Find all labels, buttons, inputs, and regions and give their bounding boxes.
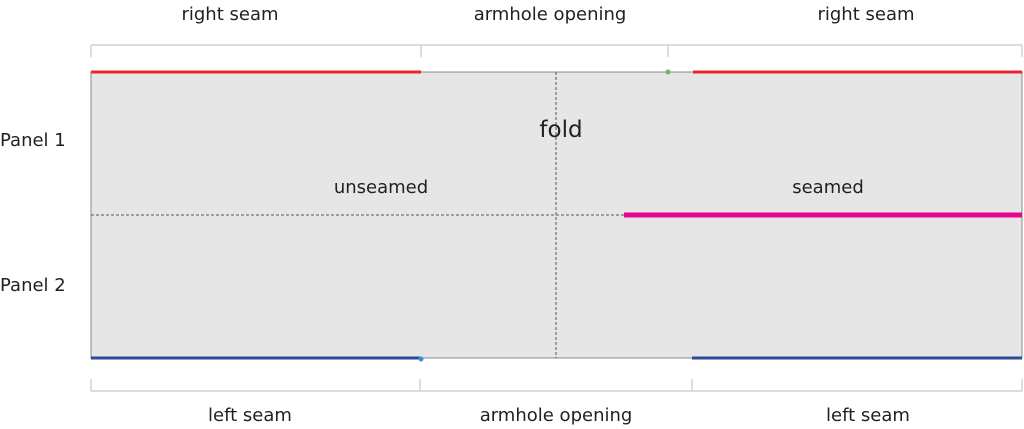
bottom-brackets <box>90 379 1023 392</box>
bottom-label-left-seam-left: left seam <box>208 405 292 426</box>
bottom-label-left-seam-right: left seam <box>826 405 910 426</box>
armhole-marker-bottom <box>418 356 424 362</box>
top-label-right-seam-left: right seam <box>181 4 278 25</box>
top-brackets <box>90 44 1023 57</box>
unseamed-label: unseamed <box>334 177 428 198</box>
top-label-right-seam-right: right seam <box>817 4 914 25</box>
bottom-label-armhole-opening: armhole opening <box>480 405 633 426</box>
top-label-armhole-opening: armhole opening <box>474 4 627 25</box>
fold-label: fold <box>539 117 582 143</box>
seamed-label: seamed <box>792 177 864 198</box>
panel-1-label: Panel 1 <box>0 130 66 151</box>
panel-2-label: Panel 2 <box>0 275 66 296</box>
armhole-marker-top <box>665 69 671 75</box>
